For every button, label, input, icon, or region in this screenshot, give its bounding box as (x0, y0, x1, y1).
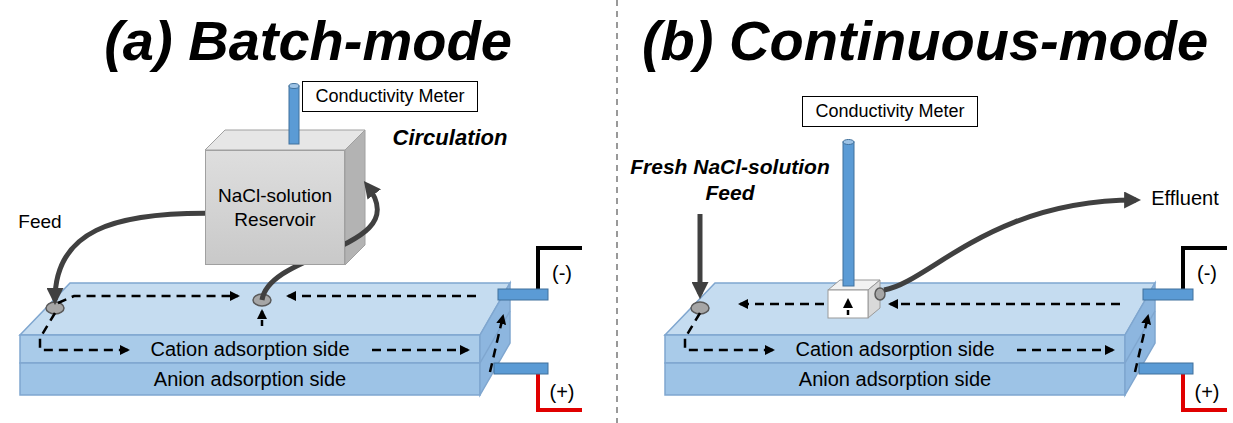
electrode-cell: Cation adsorption sideAnion adsorption s… (20, 300, 510, 395)
meter-label: Conductivity Meter (815, 101, 964, 122)
side-label: Cation adsorption side (795, 338, 994, 361)
side-label: Anion adsorption side (799, 368, 991, 391)
flow-arrow (58, 296, 238, 303)
circulation-label: Circulation (393, 125, 508, 151)
reservoir-top (205, 130, 365, 150)
polarity-label: (-) (1197, 262, 1217, 285)
reservoir-box: NaCl-solution Reservoir (205, 150, 345, 265)
flow-arrow (847, 300, 850, 315)
cell-b-drawing (665, 248, 1227, 410)
feed-label: Feed (18, 211, 61, 233)
meter-box: Conductivity Meter (802, 96, 977, 127)
panel-title: (b) Continuous-mode (642, 8, 1208, 73)
panel-divider (616, 0, 618, 423)
polarity-label: (+) (550, 381, 575, 404)
flow-arrow (890, 303, 1120, 306)
cell-a-drawing (20, 248, 582, 410)
probe-top (843, 140, 854, 145)
polarity-label: (-) (552, 262, 572, 285)
flow-connector (55, 213, 205, 300)
probe (289, 86, 299, 144)
panel-title: (a) Batch-mode (104, 8, 512, 73)
probe (843, 142, 854, 286)
side-label: Cation adsorption side (150, 338, 349, 361)
reservoir-label: NaCl-solution Reservoir (212, 184, 338, 232)
cell-cube-front (828, 290, 868, 318)
flow-arrow (288, 295, 476, 298)
meter-box: Conductivity Meter (302, 81, 477, 112)
polarity-label: (+) (1195, 381, 1220, 404)
feed-arrow (698, 214, 703, 294)
effluent-label: Effluent (1151, 187, 1218, 210)
effluent-arrow (884, 200, 1136, 290)
side-label: Anion adsorption side (154, 368, 346, 391)
outlet-port (875, 288, 885, 300)
flow-arrow (261, 311, 264, 326)
flow-arrow (740, 303, 824, 306)
meter-label: Conductivity Meter (315, 86, 464, 107)
feed-label: Fresh NaCl-solution Feed (624, 154, 836, 207)
probe-top (289, 84, 299, 89)
electrode-cell: Cation adsorption sideAnion adsorption s… (665, 300, 1155, 395)
